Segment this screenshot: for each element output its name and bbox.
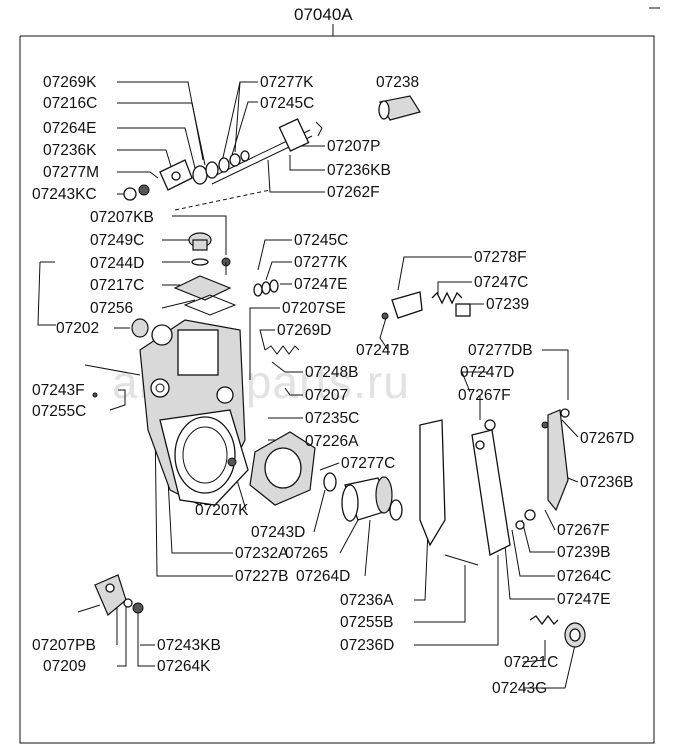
label-07255B: 07255B — [340, 614, 393, 631]
label-07247C: 07247C — [474, 274, 528, 291]
label-07239: 07239 — [486, 296, 529, 313]
label-07244D: 07244D — [90, 255, 144, 272]
label-07265: 07265 — [285, 545, 328, 562]
label-07209: 07209 — [43, 658, 86, 675]
part-labels: 07269K 07216C 07264E 07236K 07277M 07243… — [32, 74, 634, 697]
diagram-frame — [19, 35, 655, 744]
label-07277K-mid: 07277K — [294, 254, 348, 271]
label-07264E: 07264E — [43, 120, 96, 137]
label-07207K: 07207K — [195, 502, 249, 519]
label-07267D: 07267D — [580, 430, 634, 447]
label-07245C-top: 07245C — [260, 95, 314, 112]
label-07277K-top: 07277K — [260, 74, 314, 91]
label-07255C: 07255C — [32, 403, 86, 420]
label-07278F: 07278F — [474, 249, 527, 266]
label-07247B: 07247B — [356, 342, 409, 359]
label-07243G: 07243G — [492, 680, 547, 697]
label-07248B: 07248B — [305, 364, 358, 381]
label-07247E-low: 07247E — [557, 591, 610, 608]
label-07235C: 07235C — [305, 410, 359, 427]
label-07264D: 07264D — [296, 568, 350, 585]
label-07202: 07202 — [56, 320, 99, 337]
label-07247E-mid: 07247E — [294, 276, 347, 293]
label-07277DB: 07277DB — [468, 342, 533, 359]
label-07243KC: 07243KC — [32, 186, 97, 203]
label-07249C: 07249C — [90, 232, 144, 249]
label-07207: 07207 — [305, 387, 348, 404]
label-07262F: 07262F — [327, 184, 380, 201]
label-07236KB: 07236KB — [327, 162, 391, 179]
label-07217C: 07217C — [90, 277, 144, 294]
label-07207P: 07207P — [327, 138, 380, 155]
label-07243D: 07243D — [251, 524, 305, 541]
label-07236K: 07236K — [43, 142, 97, 159]
label-07264C: 07264C — [557, 568, 611, 585]
label-07267F-top: 07267F — [458, 387, 511, 404]
label-07245C-mid: 07245C — [294, 232, 348, 249]
parts-artwork — [77, 95, 586, 648]
label-07216C: 07216C — [43, 95, 97, 112]
label-07236B: 07236B — [580, 474, 633, 491]
label-07236A: 07236A — [340, 592, 394, 609]
label-07227B: 07227B — [235, 568, 288, 585]
label-07207PB: 07207PB — [32, 637, 96, 654]
label-07221C: 07221C — [504, 654, 558, 671]
label-07236D: 07236D — [340, 637, 394, 654]
label-07264K: 07264K — [157, 658, 211, 675]
label-07207SE: 07207SE — [282, 300, 346, 317]
label-07256: 07256 — [90, 300, 133, 317]
label-07269K: 07269K — [43, 74, 97, 91]
leader-lines — [37, 81, 579, 689]
label-07232A: 07232A — [235, 545, 289, 562]
label-07243F: 07243F — [32, 382, 85, 399]
label-07226A: 07226A — [305, 433, 359, 450]
label-07277C: 07277C — [341, 455, 395, 472]
label-07207KB: 07207KB — [90, 209, 154, 226]
label-07243KB: 07243KB — [157, 637, 221, 654]
label-07267F-low: 07267F — [557, 522, 610, 539]
label-07239B: 07239B — [557, 544, 610, 561]
label-07247D: 07247D — [460, 364, 514, 381]
label-07269D: 07269D — [277, 322, 331, 339]
assembly-number: 07040A — [294, 5, 353, 24]
label-07277M: 07277M — [43, 164, 99, 181]
label-07238: 07238 — [376, 74, 419, 91]
